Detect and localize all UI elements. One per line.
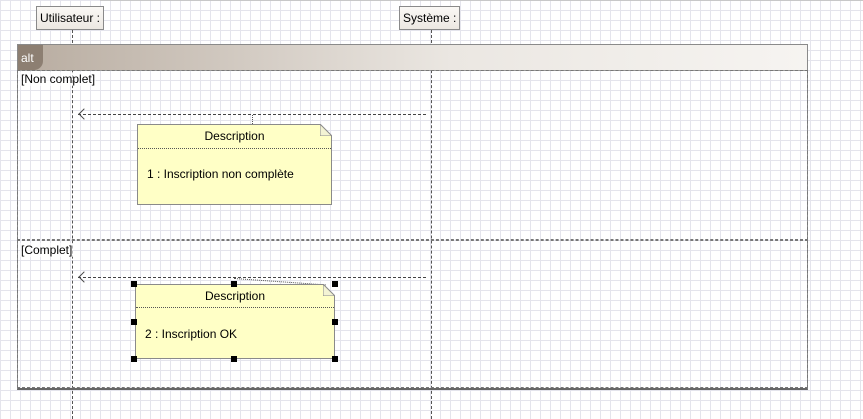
operand-non-complet[interactable] <box>17 70 808 240</box>
resize-handle-middle-left[interactable] <box>131 319 137 325</box>
resize-handle-top-right[interactable] <box>332 281 338 287</box>
lifeline-systeme-line <box>431 30 432 419</box>
return-message-1[interactable] <box>78 114 426 115</box>
resize-handle-bottom-center[interactable] <box>231 356 237 362</box>
note-1-text: 1 : Inscription non complète <box>147 167 294 181</box>
alt-fragment-header <box>18 45 807 71</box>
lifeline-utilisateur-line <box>72 30 73 419</box>
resize-handle-top-left[interactable] <box>131 281 137 287</box>
note-1-title: Description <box>204 129 265 143</box>
note-1-fold-icon <box>320 124 332 136</box>
resize-handle-top-center[interactable] <box>231 281 237 287</box>
lifeline-systeme[interactable]: Système : <box>399 6 461 30</box>
alt-operator-tag[interactable]: alt <box>18 45 43 70</box>
note-2-fold-icon <box>323 284 335 296</box>
note-2-separator <box>136 307 334 308</box>
note-2[interactable]: Description 2 : Inscription OK <box>135 284 335 359</box>
resize-handle-middle-right[interactable] <box>332 319 338 325</box>
note-2-text: 2 : Inscription OK <box>145 327 238 341</box>
note-1[interactable]: Description 1 : Inscription non complète <box>137 124 332 205</box>
note-1-link <box>252 115 253 124</box>
canvas-top-border <box>100 0 863 1</box>
guard-complet: [Complet] <box>20 243 74 257</box>
note-2-title: Description <box>204 289 266 303</box>
return-message-2[interactable] <box>78 277 426 278</box>
resize-handle-bottom-right[interactable] <box>332 356 338 362</box>
lifeline-utilisateur[interactable]: Utilisateur : <box>36 6 105 30</box>
guard-non-complet: [Non complet] <box>20 72 97 86</box>
operand-complet[interactable] <box>17 240 808 388</box>
resize-handle-bottom-left[interactable] <box>131 356 137 362</box>
note-1-separator <box>138 148 331 149</box>
